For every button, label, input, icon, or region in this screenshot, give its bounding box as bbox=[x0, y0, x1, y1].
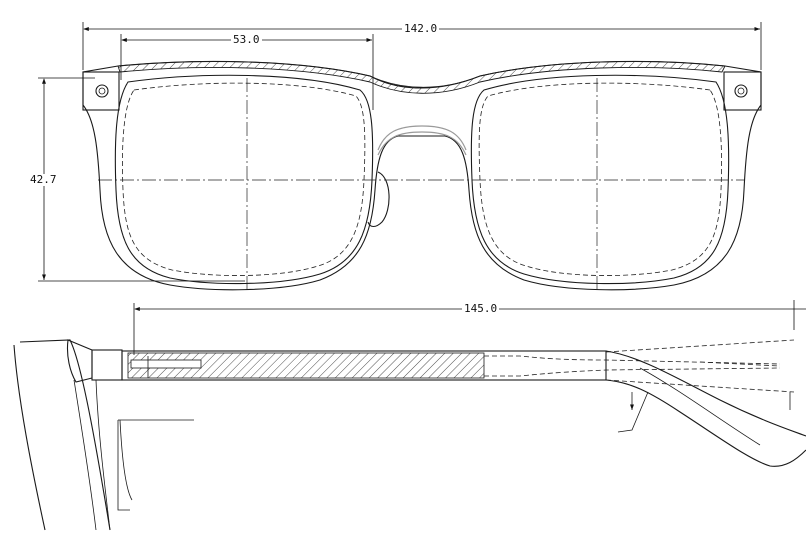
right-hinge-screw bbox=[734, 84, 748, 98]
temple-tip bbox=[605, 350, 806, 437]
right-lens-rim bbox=[470, 74, 730, 285]
left-lens-rim bbox=[114, 74, 374, 285]
nose-bridge bbox=[377, 125, 467, 151]
side-hinge bbox=[91, 349, 123, 381]
right-lens-inner bbox=[478, 82, 722, 276]
overall-width-label: 142.0 bbox=[402, 22, 440, 35]
front-rim-profile bbox=[13, 344, 46, 531]
left-hinge-screw bbox=[95, 84, 109, 98]
right-hinge bbox=[723, 71, 762, 111]
lens-height-dimension bbox=[38, 77, 245, 282]
left-lens-inner bbox=[122, 82, 366, 276]
frame-outline bbox=[82, 60, 762, 291]
temple-body bbox=[121, 350, 607, 381]
temple-core-wire bbox=[484, 355, 781, 365]
lens-height-label: 42.7 bbox=[28, 173, 59, 186]
nose-pad bbox=[367, 171, 390, 228]
temple-slot bbox=[130, 359, 202, 369]
side-view bbox=[13, 300, 806, 531]
lens-width-label: 53.0 bbox=[231, 33, 262, 46]
front-view bbox=[38, 22, 762, 291]
left-hinge bbox=[82, 71, 120, 111]
temple-length-label: 145.0 bbox=[462, 302, 500, 315]
